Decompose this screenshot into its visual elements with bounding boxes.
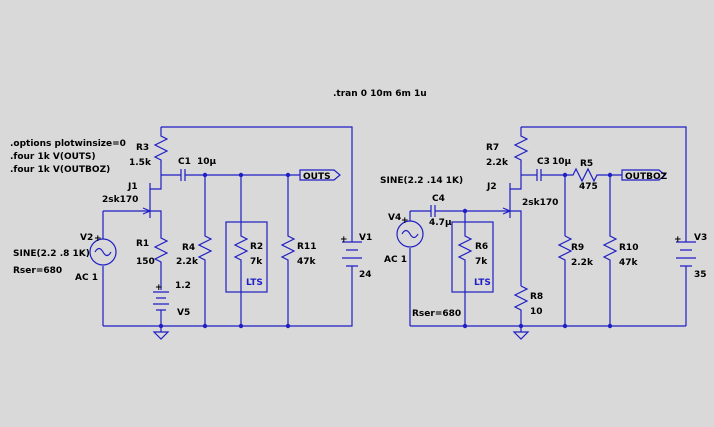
four-outboz-directive: .four 1k V(OUTBOZ) [10,165,110,175]
r3-value: 1.5k [129,158,152,168]
r6-name: R6 [475,242,488,252]
r9-value: 2.2k [571,258,594,268]
r9-name: R9 [571,243,584,253]
resistor-r6 [457,211,473,326]
r7-value: 2.2k [486,158,509,168]
right-circuit: + + R7 2.2k C3 10µ R5 475 OUTBOZ SINE(2.… [380,126,707,340]
svg-text:+: + [94,234,102,244]
r6-lts-tag: LTS [474,278,491,288]
svg-text:+: + [401,216,409,226]
v3-name: V3 [694,233,707,243]
v4-ac: AC 1 [384,255,407,265]
resistor-r9 [557,235,573,326]
c4-value: 4.7µ [429,218,452,228]
resistor-r8 [513,285,529,326]
jfet-j1 [149,175,162,232]
r10-value: 47k [619,258,639,268]
r5-value: 475 [579,182,598,192]
battery-v1 [342,238,362,268]
r5-name: R5 [580,159,593,169]
lts-box-r2 [225,221,268,293]
capacitor-c3 [536,169,542,181]
net-flag-outboz [621,169,666,181]
svg-text:+: + [674,235,682,245]
tran-directive: .tran 0 10m 6m 1u [333,89,427,99]
r4-name: R4 [182,243,195,253]
resistor-r10 [602,175,618,326]
net-flag-outs [299,169,341,181]
jfet-j2 [509,175,522,286]
v5-value: 1.2 [175,281,191,291]
r1-name: R1 [136,239,149,249]
v4-name: V4 [388,213,401,223]
resistor-r3 [153,127,169,175]
svg-text:+: + [155,283,163,293]
ac-source-v4 [396,220,424,248]
c3-name: C3 [537,157,550,167]
v1-name: V1 [359,233,372,243]
r1-value: 150 [136,257,155,267]
r2-name: R2 [250,242,263,252]
r6-value: 7k [475,257,488,267]
svg-text:+: + [340,235,348,245]
resistor-r4 [197,175,213,326]
r2-lts-tag: LTS [246,278,263,288]
four-outs-directive: .four 1k V(OUTS) [10,152,96,162]
r11-name: R11 [297,242,316,252]
v2-ac: AC 1 [75,273,98,283]
c3-value: 10µ [552,157,572,167]
r8-value: 10 [530,307,543,317]
v5-name: V5 [177,308,190,318]
battery-v3 [676,238,696,326]
r4-value: 2.2k [176,257,199,267]
options-directive: .options plotwinsize=0 [10,139,126,149]
r11-value: 47k [297,257,317,267]
c1-value: 10µ [197,157,217,167]
lts-box-r6 [451,221,494,293]
v2-source: SINE(2.2 .8 1K) [13,249,90,259]
c4-name: C4 [432,194,445,204]
r10-name: R10 [619,243,638,253]
r8-name: R8 [530,292,543,302]
r7-name: R7 [486,143,499,153]
net-outboz-label: OUTBOZ [625,172,668,182]
ac-source-v2 [89,238,117,266]
resistor-r7 [513,127,529,175]
capacitor-c4 [410,205,445,217]
battery-v5 [153,280,169,326]
v4-source: SINE(2.2 .14 1K) [380,176,463,186]
r2-value: 7k [250,257,263,267]
resistor-r5 [565,167,622,183]
resistor-r1 [153,232,169,280]
net-outs-label: OUTS [303,172,331,182]
c1-name: C1 [178,157,191,167]
r3-name: R3 [136,143,149,153]
resistor-r2 [233,175,249,326]
v4-rser: Rser=680 [412,309,461,319]
resistor-r11 [280,175,296,326]
capacitor-c1 [180,169,186,181]
v2-rser: Rser=680 [13,266,62,276]
v1-value: 24 [359,270,372,280]
j2-name: J2 [486,182,497,192]
j2-model: 2sk170 [522,198,558,208]
v3-value: 35 [694,270,707,280]
j1-model: 2sk170 [102,195,138,205]
j1-name: J1 [127,182,138,192]
left-circuit: + + + R3 1.5k C1 10µ OUTS J1 2sk170 V2 S… [13,126,372,340]
v2-name: V2 [80,233,93,243]
